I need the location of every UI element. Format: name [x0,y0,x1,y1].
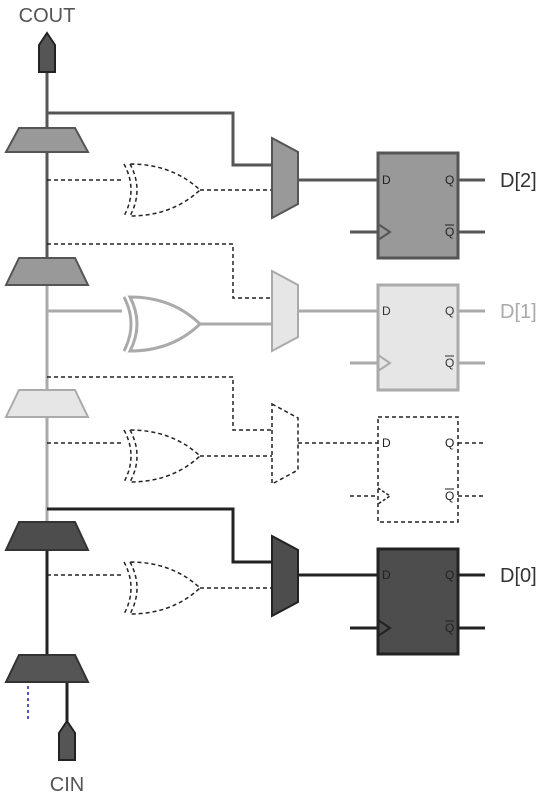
ffu-qbar-pin: Q [445,489,454,503]
ff1-d-pin: D [382,304,391,318]
routing-wires [47,111,485,630]
carry-mux-3 [4,127,90,153]
carry-mux-0 [4,521,90,551]
xor-gate-1-icon [122,295,203,353]
flip-flop-2: D Q Q [376,151,460,260]
ff1-q-pin: Q [445,304,454,318]
wire-carry-to-outmux-1 [47,243,272,299]
cout-port: COUT [19,5,76,73]
cout-label: COUT [19,5,76,27]
output-d2-label: D[2] [500,170,537,192]
cin-arrow-icon [58,719,76,761]
clock-icon [377,619,392,637]
ffu-q-pin: Q [445,436,454,450]
carry-chain [45,72,69,722]
output-mux-2 [271,136,299,220]
output-mux-u [271,402,299,486]
ff0-d-pin: D [382,568,391,582]
wire-carry-to-outmux-u [47,376,272,431]
carry-mux-in [4,654,90,683]
output-mux-0 [271,534,299,618]
carry-mux-2 [4,257,90,286]
ff2-q-pin: Q [445,173,454,187]
output-mux-1 [271,269,299,353]
ffu-d-pin: D [382,436,391,450]
xor-gate-0-icon [123,561,202,615]
cin-port: CIN [27,686,84,796]
clock-icon [377,223,392,241]
ff2-qbar-pin: Q [445,225,454,239]
clock-icon [377,487,392,505]
flip-flop-1: D Q Q [376,283,460,392]
wire-carry-to-outmux-0 [47,507,272,564]
ff2-d-pin: D [382,173,391,187]
ff0-q-pin: Q [445,568,454,582]
cin-label: CIN [50,774,84,796]
output-labels: D[2] D[1] D[0] [500,170,537,587]
ff0-qbar-pin: Q [445,621,454,635]
xor-gate-2-icon [123,163,202,217]
xor-gates [122,163,203,615]
ff1-qbar-pin: Q [445,356,454,370]
flip-flops: D Q Q D Q Q D Q Q D Q Q [376,151,460,656]
output-muxes [271,136,299,618]
clock-icon [377,354,392,372]
output-d1-label: D[1] [500,301,537,323]
cout-arrow-icon [38,31,56,73]
wire-carry-to-outmux-2 [47,111,272,167]
flip-flop-u: D Q Q [377,416,459,523]
carry-muxes [4,127,90,683]
carry-mux-1 [4,389,90,418]
xor-gate-u-icon [123,429,202,483]
output-d0-label: D[0] [500,565,537,587]
flip-flop-0: D Q Q [376,547,460,656]
